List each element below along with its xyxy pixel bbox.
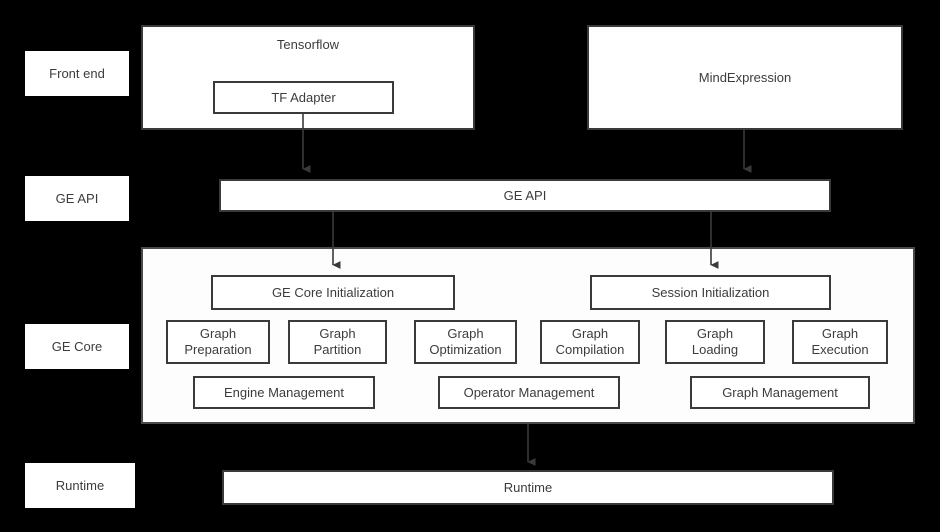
layer-label-runtime: Runtime xyxy=(25,463,135,508)
ge-core-initialization-label: GE Core Initialization xyxy=(271,284,395,300)
layer-label-ge-core-text: GE Core xyxy=(51,339,103,354)
layer-label-ge-api: GE API xyxy=(25,176,129,221)
graph-compilation-label: Graph Compilation xyxy=(555,326,625,357)
graph-preparation-box[interactable]: Graph Preparation xyxy=(166,320,270,364)
graph-loading-label: Graph Loading xyxy=(691,326,739,357)
tf-adapter-label: TF Adapter xyxy=(271,89,336,105)
graph-management-box[interactable]: Graph Management xyxy=(690,376,870,409)
tensorflow-container: Tensorflow xyxy=(141,25,475,130)
layer-label-front-end: Front end xyxy=(25,51,129,96)
ge-api-bar[interactable]: GE API xyxy=(219,179,831,212)
graph-loading-box[interactable]: Graph Loading xyxy=(665,320,765,364)
graph-execution-box[interactable]: Graph Execution xyxy=(792,320,888,364)
operator-management-box[interactable]: Operator Management xyxy=(438,376,620,409)
layer-label-ge-core: GE Core xyxy=(25,324,129,369)
mindexpression-box[interactable]: MindExpression xyxy=(587,25,903,130)
graph-compilation-box[interactable]: Graph Compilation xyxy=(540,320,640,364)
ge-core-initialization-box[interactable]: GE Core Initialization xyxy=(211,275,455,310)
tf-adapter-box[interactable]: TF Adapter xyxy=(213,81,394,114)
engine-management-label: Engine Management xyxy=(224,384,344,400)
runtime-bar[interactable]: Runtime xyxy=(222,470,834,505)
layer-label-runtime-text: Runtime xyxy=(55,478,105,493)
session-initialization-box[interactable]: Session Initialization xyxy=(590,275,831,310)
graph-management-label: Graph Management xyxy=(722,384,838,400)
graph-partition-box[interactable]: Graph Partition xyxy=(288,320,387,364)
layer-label-ge-api-text: GE API xyxy=(55,191,99,206)
tensorflow-label: Tensorflow xyxy=(276,37,340,52)
runtime-bar-label: Runtime xyxy=(503,479,553,495)
graph-execution-label: Graph Execution xyxy=(811,326,869,357)
graph-preparation-label: Graph Preparation xyxy=(184,326,252,357)
mindexpression-label: MindExpression xyxy=(698,69,792,85)
engine-management-box[interactable]: Engine Management xyxy=(193,376,375,409)
graph-partition-label: Graph Partition xyxy=(313,326,362,357)
ge-api-bar-label: GE API xyxy=(503,187,547,203)
session-initialization-label: Session Initialization xyxy=(651,284,770,300)
graph-optimization-box[interactable]: Graph Optimization xyxy=(414,320,517,364)
layer-label-front-end-text: Front end xyxy=(49,66,105,81)
graph-optimization-label: Graph Optimization xyxy=(429,326,502,357)
operator-management-label: Operator Management xyxy=(463,384,595,400)
